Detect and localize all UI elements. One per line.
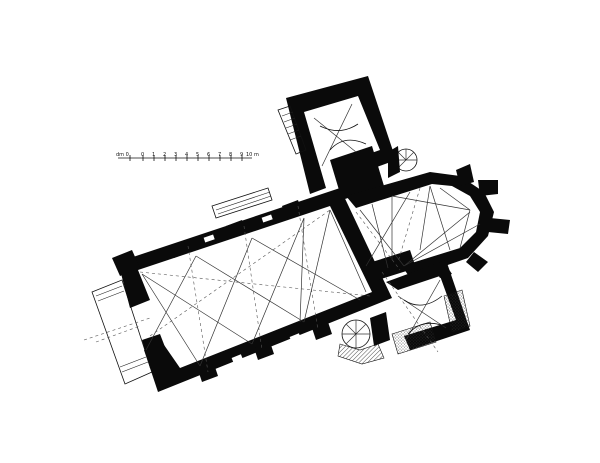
choir-wall: [372, 250, 416, 280]
tower-wall: [330, 146, 384, 200]
nave-wall: [118, 188, 392, 392]
north-stair: [211, 187, 273, 219]
scale-tick-label: 1: [152, 152, 155, 158]
tower: [277, 76, 418, 200]
sacristy-wall: [386, 260, 470, 350]
scale-tick-label: 2: [163, 152, 166, 158]
scale-end-label: 10 m: [246, 152, 259, 158]
buttress: [456, 164, 474, 186]
sacristy-foundation: [443, 289, 471, 333]
buttress: [254, 342, 274, 360]
sacristy-foundation: [391, 321, 437, 355]
buttress: [488, 218, 510, 234]
buttress: [170, 240, 190, 258]
nave: [112, 188, 392, 392]
buttress: [226, 220, 246, 238]
buttress: [478, 180, 498, 196]
buttress: [112, 250, 140, 276]
scale-tick-label: 0: [141, 152, 144, 158]
buttress: [282, 200, 302, 218]
scale-tick-label: 5: [196, 152, 199, 158]
scale-tick-label: 6: [207, 152, 210, 158]
scale-bar: dm 0 0 1 2 3 4 5 6 7 8 9 10 m: [116, 152, 259, 161]
choir-wall: [346, 172, 494, 278]
sacristy: [337, 260, 471, 365]
buttress: [142, 334, 170, 368]
scale-tick-label: 9: [240, 152, 243, 158]
scale-start-label: dm 0: [116, 152, 129, 158]
scale-tick-label: 3: [174, 152, 177, 158]
scale-tick-label: 7: [218, 152, 221, 158]
scale-tick-label: 4: [185, 152, 188, 158]
buttress: [198, 364, 218, 382]
stair-hatching: [337, 343, 385, 365]
buttress: [466, 252, 488, 272]
scale-tick-label: 8: [229, 152, 232, 158]
choir: [346, 164, 510, 280]
buttress: [312, 322, 332, 340]
